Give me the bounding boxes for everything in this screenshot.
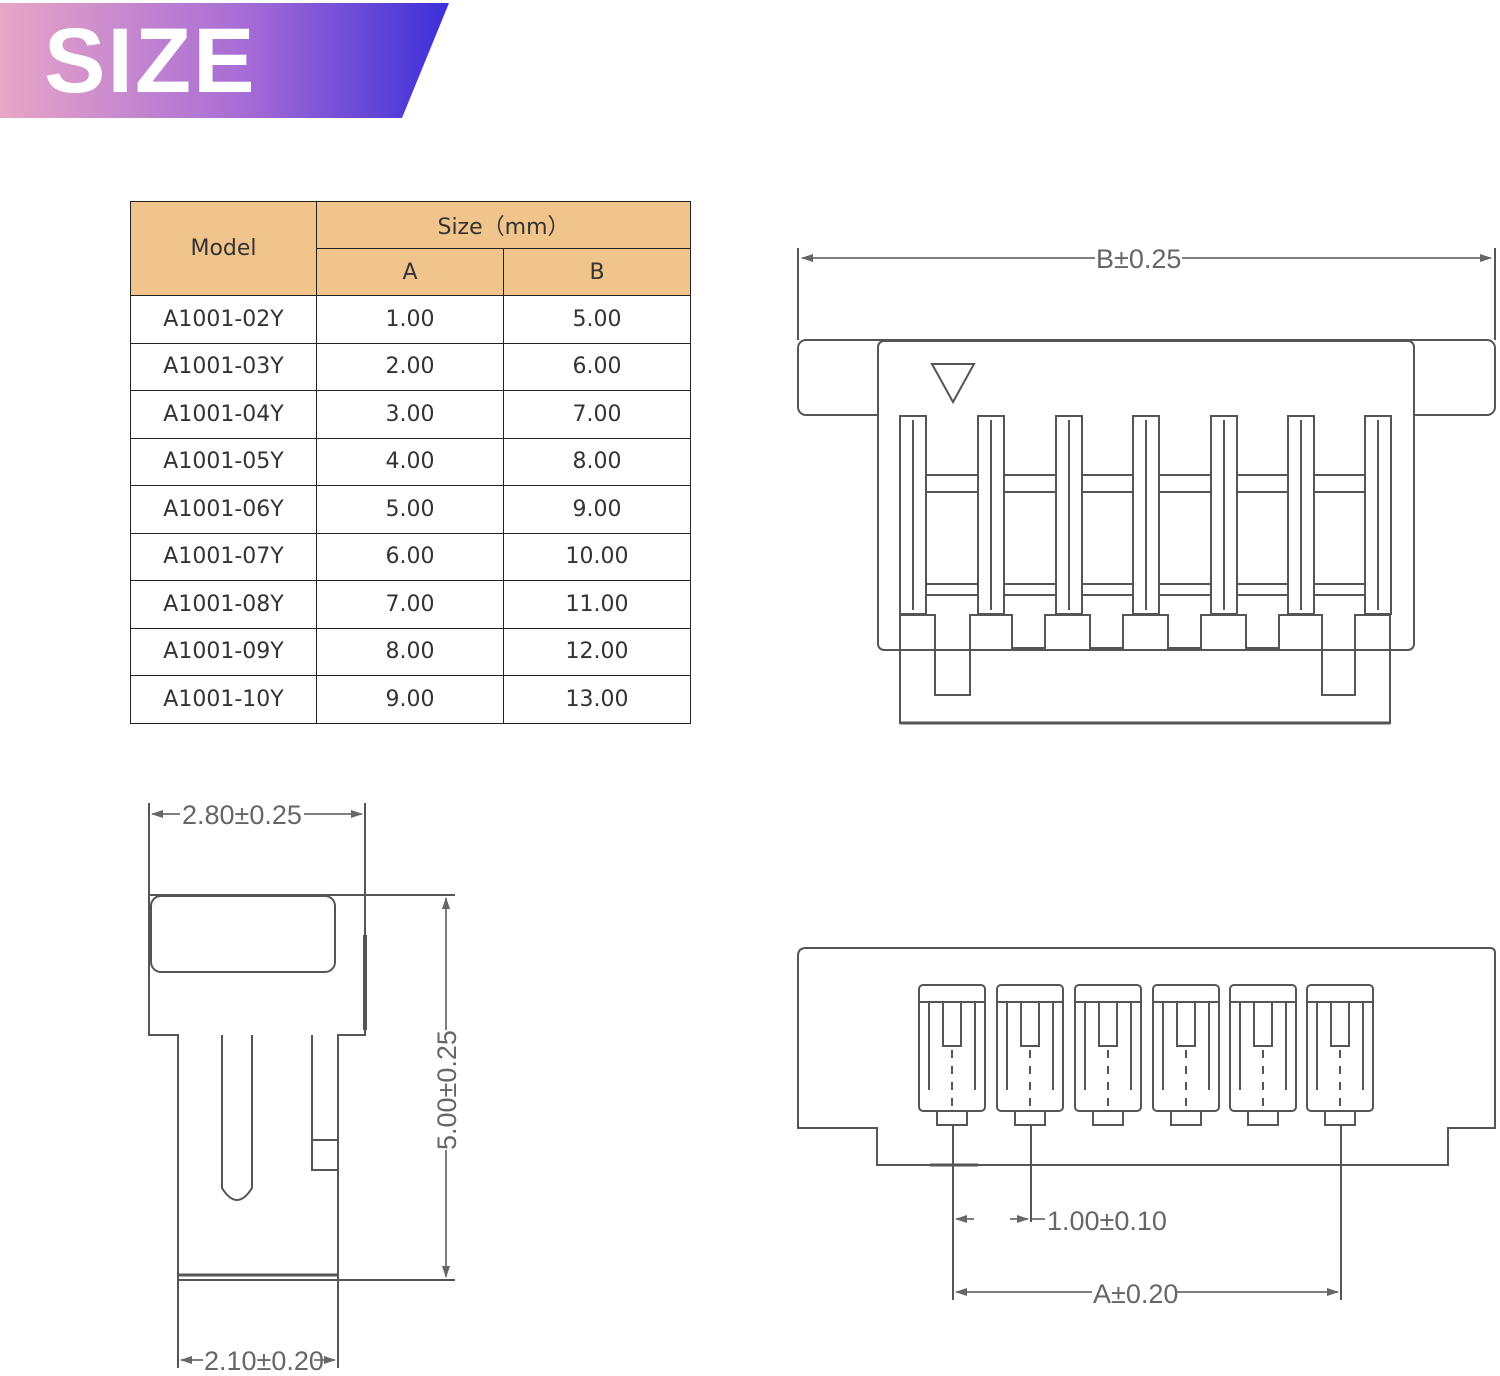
model-cell: A1001-04Y (130, 390, 317, 439)
a-cell: 2.00 (316, 342, 504, 391)
a-cell: 3.00 (316, 390, 504, 439)
model-cell: A1001-09Y (130, 627, 317, 676)
model-cell: A1001-10Y (130, 675, 317, 724)
terminal (1074, 984, 1142, 1126)
a-cell: 9.00 (316, 675, 504, 724)
size-header: Size（mm） (316, 201, 691, 249)
a-cell: 5.00 (316, 485, 504, 534)
bottom-view-terminals (918, 984, 1374, 1126)
b-cell: 13.00 (503, 675, 691, 724)
b-cell: 5.00 (503, 295, 691, 344)
a-cell: 8.00 (316, 627, 504, 676)
bottom-view (797, 947, 1496, 1300)
terminal (996, 984, 1064, 1126)
banner-title: SIZE (44, 10, 257, 112)
terminal (1152, 984, 1220, 1126)
b-cell: 9.00 (503, 485, 691, 534)
size-banner (0, 3, 449, 118)
terminal (918, 984, 986, 1126)
terminal (1306, 984, 1374, 1126)
model-cell: A1001-08Y (130, 580, 317, 629)
col-b-header: B (503, 248, 691, 296)
side-top-width-label: 2.80±0.25 (182, 800, 302, 830)
a-cell: 7.00 (316, 580, 504, 629)
a-cell: 1.00 (316, 295, 504, 344)
side-height-label: 5.00±0.25 (432, 1030, 462, 1150)
terminal (1229, 984, 1297, 1126)
model-cell: A1001-05Y (130, 437, 317, 486)
b-cell: 6.00 (503, 342, 691, 391)
side-bottom-width-label: 2.10±0.20 (204, 1346, 324, 1376)
b-cell: 8.00 (503, 437, 691, 486)
b-cell: 12.00 (503, 627, 691, 676)
a-cell: 4.00 (316, 437, 504, 486)
model-header: Model (130, 201, 317, 296)
side-view (148, 803, 455, 1368)
model-cell: A1001-06Y (130, 485, 317, 534)
col-a-header: A (316, 248, 504, 296)
a-cell: 6.00 (316, 532, 504, 581)
front-width-label: B±0.25 (1096, 244, 1181, 274)
model-cell: A1001-03Y (130, 342, 317, 391)
model-cell: A1001-07Y (130, 532, 317, 581)
span-label: A±0.20 (1093, 1279, 1178, 1309)
b-cell: 11.00 (503, 580, 691, 629)
pitch-label: 1.00±0.10 (1047, 1206, 1167, 1236)
b-cell: 10.00 (503, 532, 691, 581)
model-cell: A1001-02Y (130, 295, 317, 344)
front-view-ribs (899, 415, 1392, 615)
